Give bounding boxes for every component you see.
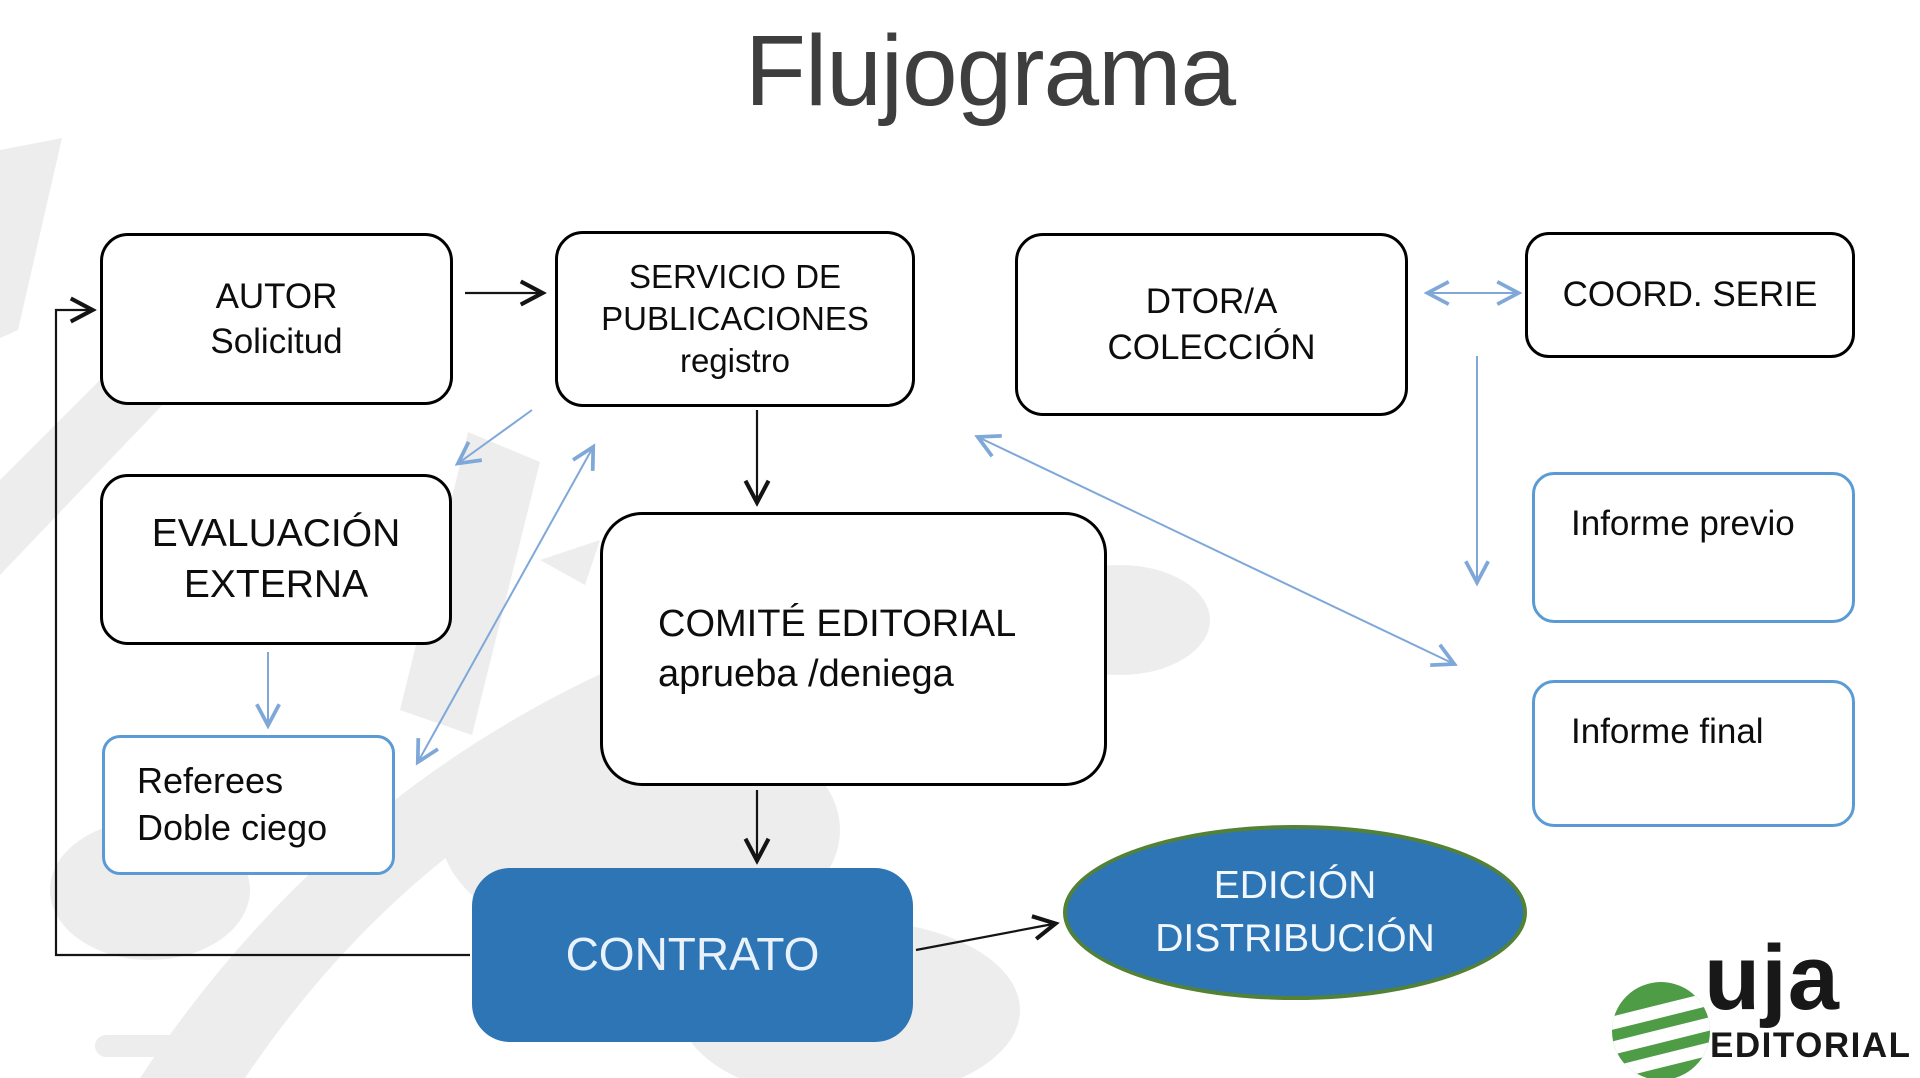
node-evaluacion-externa: EVALUACIÓN EXTERNA [100, 474, 452, 645]
node-edicion-line1: EDICIÓN [1213, 863, 1377, 907]
node-informe-previo: Informe previo [1532, 472, 1855, 623]
node-comite-editorial: COMITÉ EDITORIAL aprueba /deniega [600, 512, 1107, 786]
node-autor-line2: Solicitud [210, 322, 343, 361]
node-dtor-line2: COLECCIÓN [1107, 327, 1316, 367]
node-servicio-line2: PUBLICACIONES [601, 300, 869, 338]
node-contrato-label: CONTRATO [565, 928, 820, 981]
node-evaluacion-line2: EXTERNA [183, 562, 369, 606]
node-servicio-line3: registro [679, 341, 791, 379]
node-coord-label: COORD. SERIE [1562, 275, 1818, 315]
node-comite-line2: aprueba /deniega [658, 653, 954, 695]
node-informe-previo-label: Informe previo [1571, 504, 1795, 543]
node-servicio-line1: SERVICIO DE [628, 258, 842, 296]
node-informe-final: Informe final [1532, 680, 1855, 827]
uja-editorial-logo: uja EDITORIAL [1600, 927, 1920, 1078]
arrow-servicio-to-evaluacion [460, 409, 533, 462]
node-dtor-line1: DTOR/A [1145, 282, 1278, 321]
node-autor-line1: AUTOR [215, 276, 338, 316]
arrow-contrato-to-edicion [915, 924, 1053, 952]
node-referees-line1: Referees [137, 760, 284, 802]
node-contrato: CONTRATO [472, 868, 913, 1042]
node-comite-line1: COMITÉ EDITORIAL [658, 602, 1017, 645]
node-edicion-line2: DISTRIBUCIÓN [1155, 916, 1435, 960]
node-servicio-publicaciones: SERVICIO DE PUBLICACIONES registro [555, 231, 915, 407]
node-referees: Referees Doble ciego [102, 735, 395, 875]
node-evaluacion-line1: EVALUACIÓN [151, 511, 401, 555]
node-edicion-distribucion: EDICIÓN DISTRIBUCIÓN [1063, 825, 1527, 1000]
page-title: Flujograma [744, 15, 1236, 127]
uja-logo-icon [1612, 982, 1710, 1078]
node-referees-line2: Doble ciego [137, 807, 328, 848]
node-autor: AUTOR Solicitud [100, 233, 453, 405]
logo-subtitle: EDITORIAL [1710, 1026, 1912, 1065]
node-dtor-coleccion: DTOR/A COLECCIÓN [1015, 233, 1408, 416]
logo-word: uja [1704, 927, 1840, 1029]
node-informe-final-label: Informe final [1571, 712, 1764, 751]
node-coord-serie: COORD. SERIE [1525, 232, 1855, 358]
